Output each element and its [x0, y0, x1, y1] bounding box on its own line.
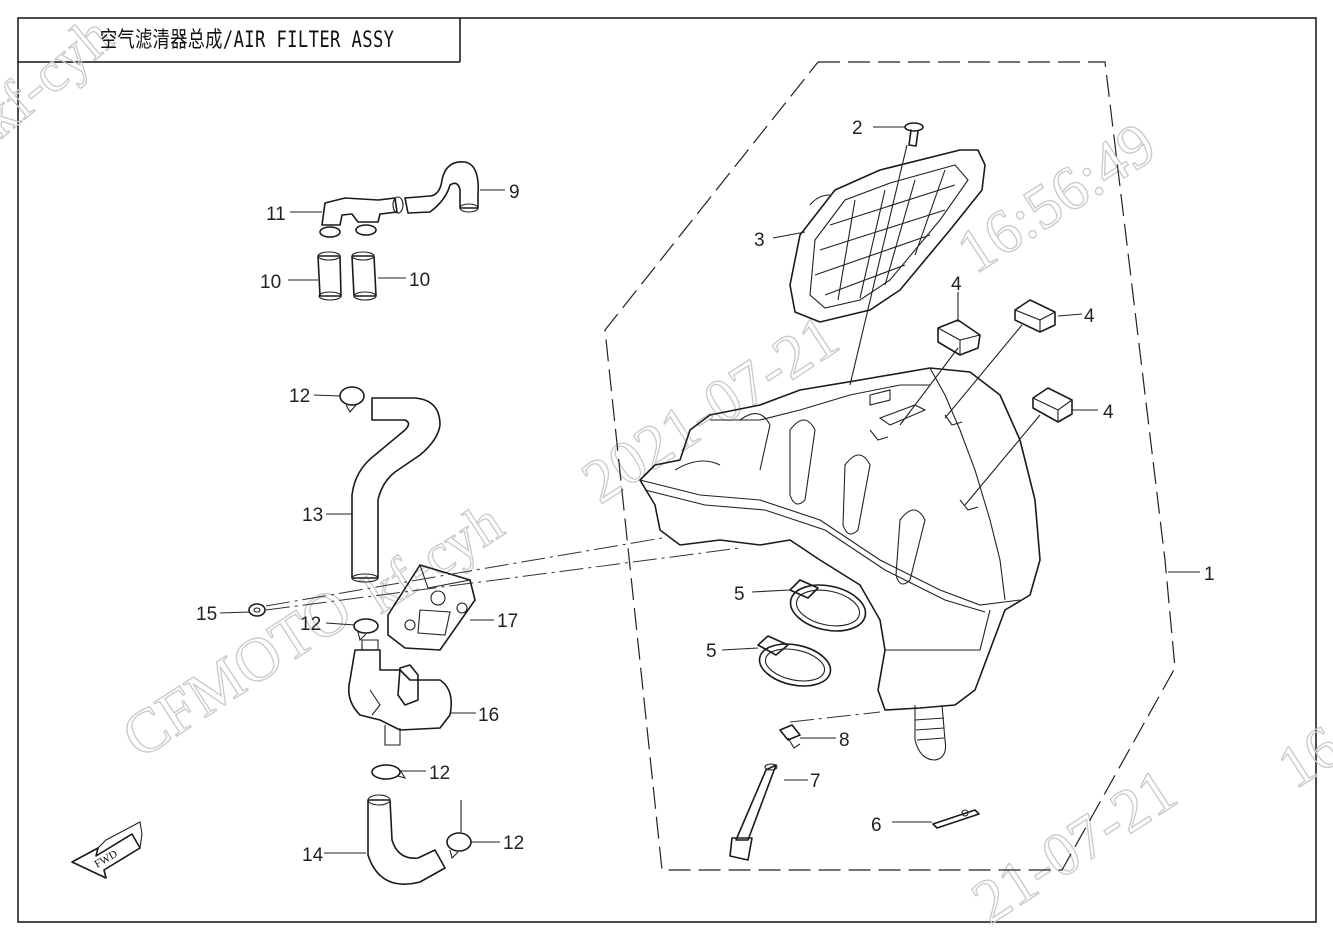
callout-12-d: 12	[503, 833, 524, 854]
callout-5-a: 5	[734, 584, 745, 605]
watermark-date: 2021-07-21	[571, 302, 851, 517]
watermark-brand: CFMOTO	[111, 575, 364, 772]
watermark-fragment-bottom: 21-07-21	[961, 756, 1189, 933]
sleeve-10-left	[317, 251, 342, 301]
drain-clip	[932, 809, 980, 829]
callout-9: 9	[509, 182, 520, 203]
valve-16	[347, 639, 453, 746]
screw-part	[904, 122, 924, 147]
tube-clip	[779, 724, 801, 749]
callout-11: 11	[266, 204, 286, 225]
assembly-boundary	[604, 61, 1176, 871]
drain-tube	[729, 763, 778, 861]
callout-8: 8	[839, 730, 850, 751]
callout-12-b: 12	[300, 614, 321, 635]
foam-pad-a	[937, 319, 981, 356]
sleeve-10-right	[351, 251, 377, 301]
callout-4-b: 4	[1084, 306, 1095, 327]
callout-16: 16	[478, 705, 499, 726]
watermark-time: 16:56:49	[946, 110, 1168, 287]
fwd-arrow-icon: FWD	[71, 821, 143, 879]
watermark-fragment-right: 16	[1266, 713, 1333, 801]
callout-10-a: 10	[260, 272, 281, 293]
callout-2: 2	[852, 118, 863, 139]
callout-3: 3	[754, 230, 765, 251]
callout-12-c: 12	[429, 763, 450, 784]
clip-12-top	[339, 386, 365, 413]
air-filter-housing	[639, 367, 1041, 761]
hose-clamp-upper	[789, 579, 867, 632]
drawing-border	[17, 17, 1317, 923]
foam-pad-b	[1014, 299, 1056, 333]
callout-numbers: 1 2 3 4 4 4 5 5 6 7 8 9 10 10 11 12 12 1…	[196, 118, 1215, 866]
callout-5-b: 5	[706, 641, 717, 662]
callout-14: 14	[302, 845, 324, 866]
callout-7: 7	[810, 771, 821, 792]
bolt-15	[248, 603, 266, 617]
hose-13	[351, 397, 441, 583]
hose-clamp-lower	[757, 635, 832, 687]
callout-6: 6	[871, 815, 882, 836]
assembly-line-a	[265, 537, 663, 607]
diagram-title: 空气滤清器总成/AIR FILTER ASSY	[100, 28, 395, 53]
callout-4-a: 4	[951, 274, 962, 295]
bracket-17	[387, 564, 476, 651]
assembly-line-c	[789, 711, 881, 723]
watermark-user: kf-cyh	[352, 489, 514, 626]
callout-15: 15	[196, 604, 217, 625]
clip-12-bottom	[446, 832, 472, 860]
callout-13: 13	[302, 505, 323, 526]
y-pipe-11	[319, 197, 398, 238]
assembly-line-b	[265, 547, 741, 611]
elbow-hose-9	[392, 161, 480, 214]
leader-lines	[219, 126, 1200, 854]
clip-12-mid	[353, 618, 379, 642]
callout-12-a: 12	[289, 386, 310, 407]
callout-17: 17	[497, 611, 518, 632]
clip-12-lower	[371, 764, 407, 780]
hose-14	[367, 794, 446, 885]
callout-4-c: 4	[1103, 402, 1114, 423]
foam-pad-c	[1032, 387, 1073, 423]
callout-1: 1	[1204, 564, 1215, 585]
callout-10-b: 10	[409, 270, 430, 291]
